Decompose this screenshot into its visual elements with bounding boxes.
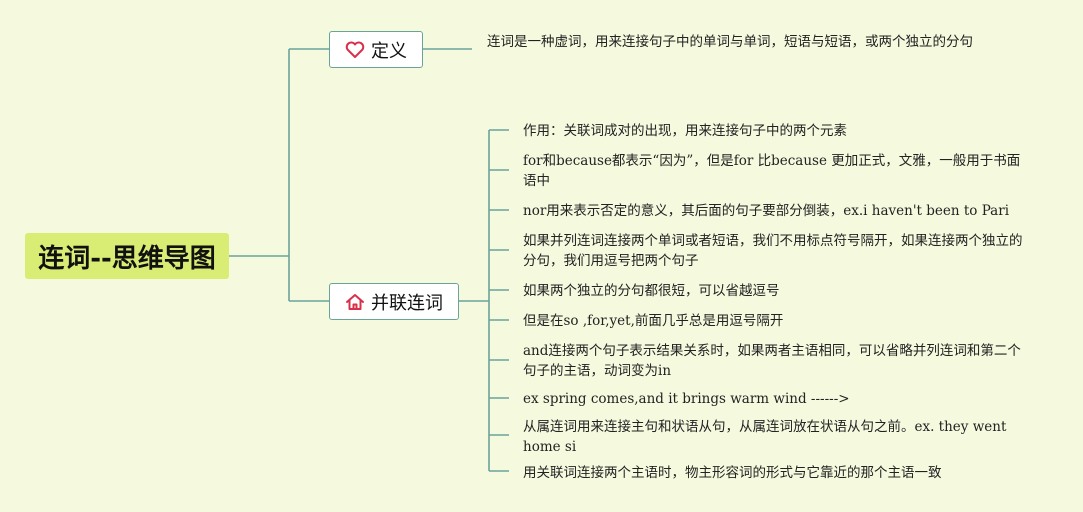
list-item: 从属连词用来连接主句和状语从句，从属连词放在状语从句之前。ex. they we…: [523, 419, 1007, 455]
list-item: 作用：关联词成对的出现，用来连接句子中的两个元素: [523, 123, 847, 139]
list-item: 如果两个独立的分句都很短，可以省越逗号: [523, 283, 780, 299]
branch-definition[interactable]: 定义: [329, 31, 423, 68]
house-icon: [345, 293, 365, 311]
branch-conjunctions-label: 并联连词: [371, 292, 443, 314]
branch-coordinating-conjunctions[interactable]: 并联连词: [329, 283, 459, 320]
definition-text: 连词是一种虚词，用来连接句子中的单词与单词，短语与短语，或两个独立的分句: [487, 34, 973, 50]
branch-definition-label: 定义: [371, 40, 407, 62]
list-item: for和because都表示“因为”，但是for 比because 更加正式，文…: [523, 153, 1021, 189]
list-item: nor用来表示否定的意义，其后面的句子要部分倒装，ex.i haven't be…: [523, 203, 1010, 219]
list-item: 但是在so ,for,yet,前面几乎总是用逗号隔开: [523, 313, 784, 329]
list-item: 用关联词连接两个主语时，物主形容词的形式与它靠近的那个主语一致: [523, 465, 942, 481]
root-title: 连词--思维导图: [38, 243, 216, 274]
list-item: 如果并列连词连接两个单词或者短语，我们不用标点符号隔开，如果连接两个独立的分句，…: [523, 233, 1023, 269]
heart-icon: [345, 41, 365, 59]
root-topic[interactable]: 连词--思维导图: [25, 233, 229, 279]
list-item: ex spring comes,and it brings warm wind …: [523, 391, 850, 407]
list-item: and连接两个句子表示结果关系时，如果两者主语相同，可以省略并列连词和第二个句子…: [523, 343, 1021, 379]
